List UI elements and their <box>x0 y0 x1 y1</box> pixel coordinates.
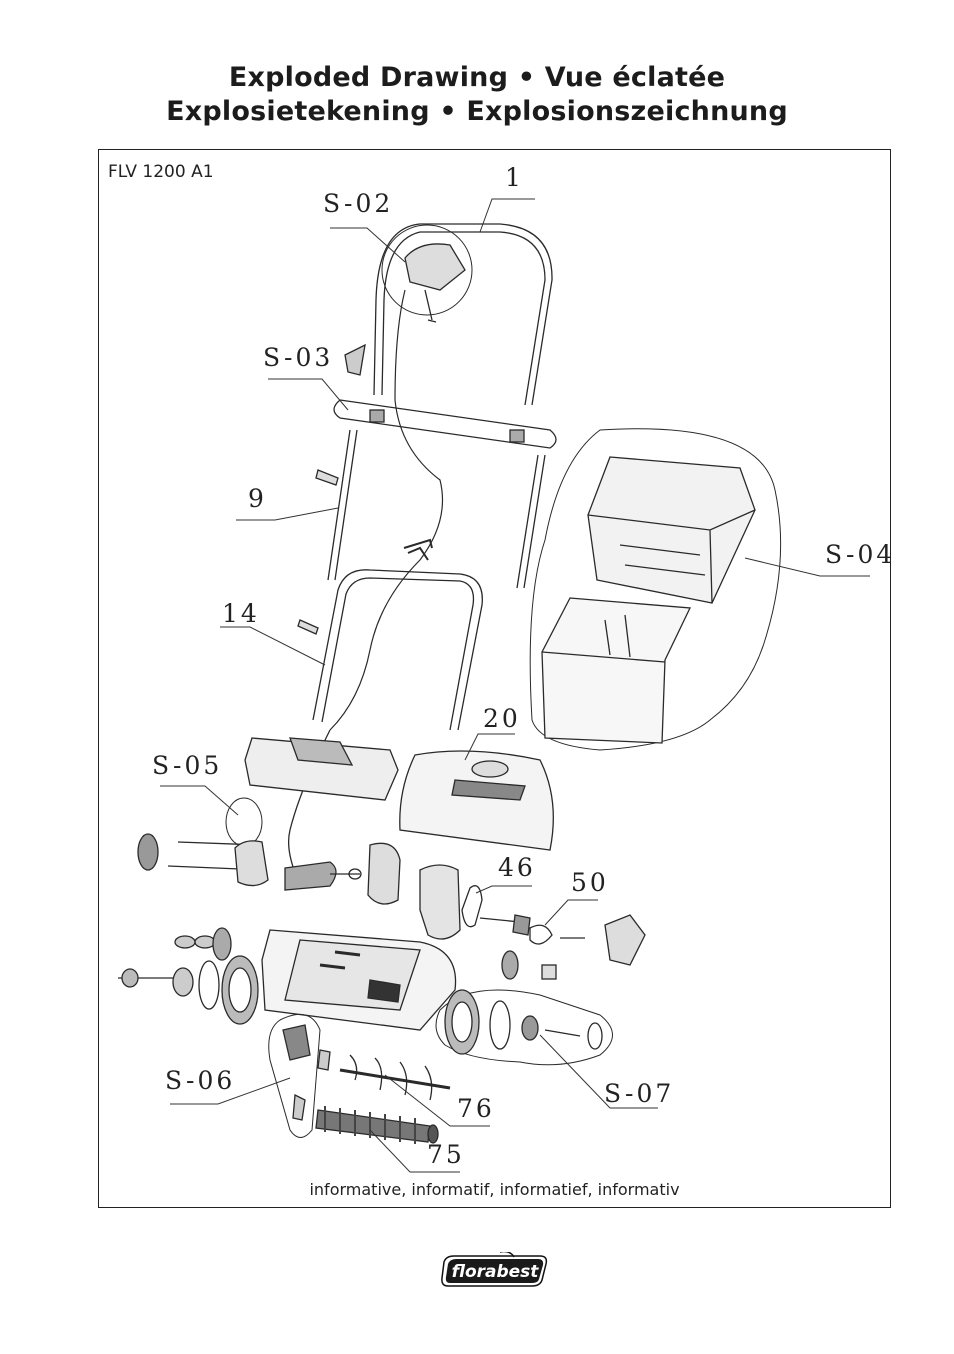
motor-housing <box>244 737 399 801</box>
callout-s02: S-02 <box>323 189 393 218</box>
callout-50: 50 <box>571 868 609 897</box>
s05-detail <box>225 797 263 847</box>
belt <box>461 885 483 928</box>
left-wheel-cap <box>198 960 220 1010</box>
housing-cover <box>399 750 554 851</box>
florabest-logo: florabest <box>441 1252 548 1287</box>
motor-end <box>234 840 269 887</box>
model-number: FLV 1200 A1 <box>108 162 214 182</box>
scarifier-roller <box>315 1109 431 1143</box>
pulley <box>512 914 531 936</box>
callout-s07: S-07 <box>604 1079 674 1108</box>
gear-housing <box>419 864 461 940</box>
callout-s05: S-05 <box>152 751 222 780</box>
callout-1: 1 <box>505 163 524 192</box>
footnote: informative, informatif, informatief, in… <box>309 1180 680 1199</box>
middle-tube-right <box>516 454 546 589</box>
drawing-frame <box>98 149 891 1208</box>
callout-75: 75 <box>427 1140 465 1169</box>
s06-outline <box>268 1013 321 1138</box>
grass-bag-bottom <box>541 597 691 744</box>
middle-tube-left <box>327 429 358 581</box>
page-title-line-2: Explosietekening • Explosionszeichnung <box>166 96 788 127</box>
s07-outline <box>435 989 613 1066</box>
power-cable <box>329 289 444 731</box>
callout-s04: S-04 <box>825 540 895 569</box>
callout-76: 76 <box>457 1094 495 1123</box>
brand-text: florabest <box>452 1262 540 1282</box>
switch-assembly <box>381 224 473 316</box>
callout-14: 14 <box>222 599 260 628</box>
lower-handle <box>312 569 483 731</box>
grass-bag-outline <box>529 428 782 751</box>
callout-20: 20 <box>483 704 521 733</box>
upper-handle <box>381 231 546 406</box>
callout-s03: S-03 <box>263 343 333 372</box>
grass-bag-top <box>587 456 756 604</box>
callout-s06: S-06 <box>165 1066 235 1095</box>
crossbar-s03 <box>333 399 557 449</box>
left-wheel-hub <box>212 927 232 961</box>
page-title-line-1: Exploded Drawing • Vue éclatée <box>228 62 726 93</box>
callout-46: 46 <box>498 853 536 882</box>
drive-cover <box>604 914 646 966</box>
stator <box>367 842 401 905</box>
callout-9: 9 <box>248 484 267 513</box>
